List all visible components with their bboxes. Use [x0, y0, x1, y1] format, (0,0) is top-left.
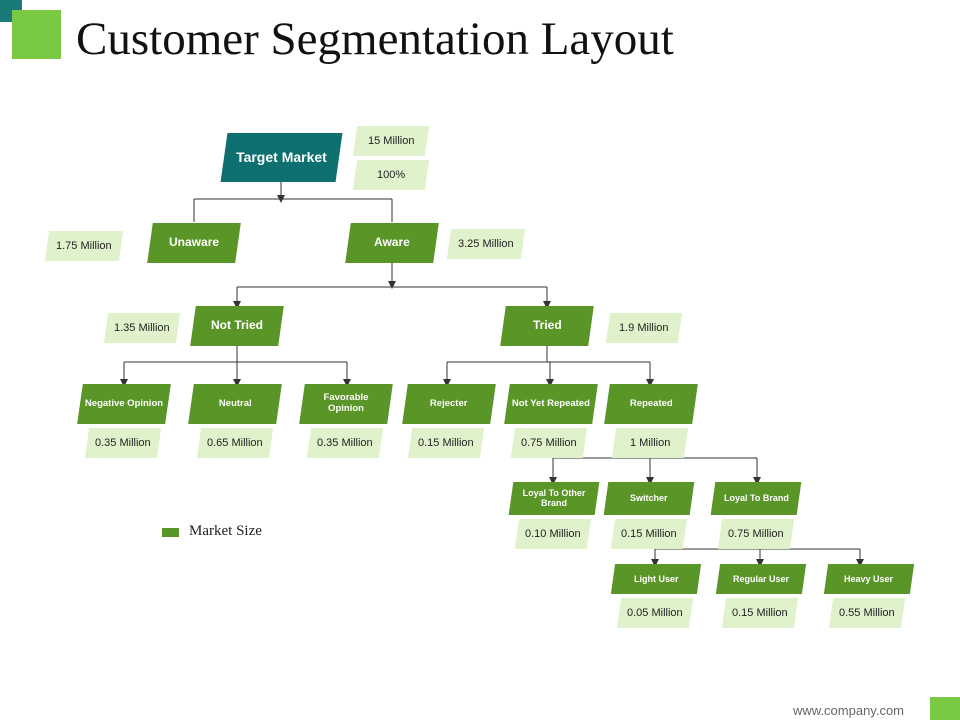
value-repeated: 1 Million [611, 428, 689, 458]
footer-url[interactable]: www.company.com [793, 703, 905, 718]
value-target-size: 15 Million [352, 126, 430, 156]
value-loyal-to-brand: 0.75 Million [717, 519, 795, 549]
value-regular-user: 0.15 Million [721, 598, 799, 628]
node-light-user: Light User [610, 564, 702, 594]
node-negative-opinion: Negative Opinion [77, 384, 171, 424]
node-not-tried: Not Tried [190, 306, 284, 346]
value-light-user: 0.05 Million [616, 598, 694, 628]
footer-decoration [930, 697, 960, 720]
node-switcher: Switcher [603, 482, 695, 515]
corner-decoration-green [12, 10, 61, 59]
value-neutral: 0.65 Million [196, 428, 274, 458]
value-loyal-to-other-brand: 0.10 Million [514, 519, 592, 549]
node-not-yet-repeated: Not Yet Repeated [504, 384, 598, 424]
value-aware: 3.25 Million [446, 229, 526, 259]
value-negative-opinion: 0.35 Million [84, 428, 162, 458]
value-rejecter: 0.15 Million [407, 428, 485, 458]
value-tried: 1.9 Million [605, 313, 683, 343]
node-neutral: Neutral [188, 384, 282, 424]
node-aware: Aware [345, 223, 439, 263]
node-unaware: Unaware [147, 223, 241, 263]
value-switcher: 0.15 Million [610, 519, 688, 549]
node-favorable-opinion: Favorable Opinion [299, 384, 393, 424]
value-favorable-opinion: 0.35 Million [306, 428, 384, 458]
node-tried: Tried [500, 306, 594, 346]
node-loyal-to-other-brand: Loyal To Other Brand [508, 482, 600, 515]
node-repeated: Repeated [604, 384, 698, 424]
node-regular-user: Regular User [715, 564, 807, 594]
value-not-tried: 1.35 Million [103, 313, 181, 343]
page-title: Customer Segmentation Layout [76, 13, 674, 65]
node-loyal-to-brand: Loyal To Brand [710, 482, 802, 515]
legend-swatch [162, 528, 179, 537]
node-target-market: Target Market [220, 133, 343, 182]
node-heavy-user: Heavy User [823, 564, 915, 594]
node-rejecter: Rejecter [402, 384, 496, 424]
value-target-percent: 100% [352, 160, 430, 190]
value-unaware: 1.75 Million [44, 231, 124, 261]
value-not-yet-repeated: 0.75 Million [510, 428, 588, 458]
value-heavy-user: 0.55 Million [828, 598, 906, 628]
legend-label: Market Size [189, 523, 262, 539]
